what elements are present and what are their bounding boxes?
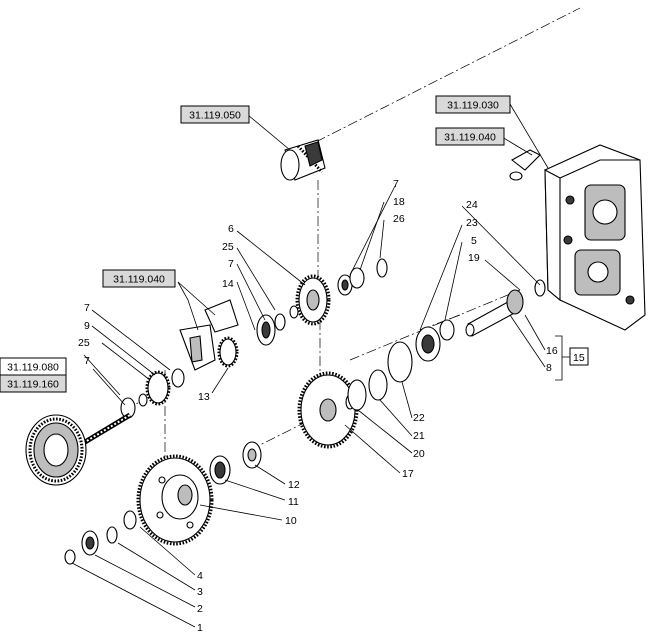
upper-shaft-gears [179, 258, 388, 371]
callout-7: 7 [393, 178, 399, 190]
callout-17: 17 [402, 468, 414, 480]
reference-boxes: 31.119.050 31.119.030 31.119.040 31.119.… [0, 95, 589, 393]
callout-21: 21 [413, 430, 425, 442]
ref-box-31119040-right[interactable] [435, 127, 505, 146]
callout-15: 15 [573, 352, 585, 364]
callout-19: 19 [468, 252, 480, 264]
ref-label-31119030: 31.119.030 [447, 100, 499, 112]
ref-label-31119040-right: 31.119.040 [444, 132, 496, 144]
callout-20: 20 [413, 448, 425, 460]
callout-1: 1 [197, 622, 203, 634]
callout-24: 24 [466, 199, 478, 211]
rings-and-bearings [347, 279, 546, 411]
callout-7: 7 [84, 355, 90, 367]
callout-16: 16 [546, 345, 558, 357]
callout-3: 3 [197, 586, 203, 598]
ref-label-31119080: 31.119.080 [7, 362, 59, 374]
ref-box-31119160[interactable] [0, 374, 67, 393]
callout-7: 7 [228, 258, 234, 270]
large-gear-17 [297, 371, 359, 449]
clutch-bell-part [280, 139, 326, 181]
callout-numbers: 7 18 26 6 25 7 14 13 7 9 25 7 24 23 5 19… [78, 178, 585, 634]
ref-box-31119040-left[interactable] [102, 269, 176, 288]
ref-label-31119040-left: 31.119.040 [113, 274, 165, 286]
callout-2: 2 [197, 603, 203, 615]
callout-13: 13 [198, 391, 210, 403]
ref-box-31119030[interactable] [435, 95, 511, 114]
leader-lines [71, 103, 570, 628]
callout-18: 18 [393, 196, 405, 208]
gearbox-housing [509, 144, 646, 331]
callout-5: 5 [471, 235, 477, 247]
callout-8: 8 [546, 362, 552, 374]
callout-9: 9 [84, 320, 90, 332]
large-gear-10 [136, 454, 214, 546]
ref-label-31119050: 31.119.050 [189, 110, 241, 122]
callout-4: 4 [197, 570, 203, 582]
ref-label-31119160: 31.119.160 [7, 379, 59, 391]
callout-25: 25 [78, 337, 90, 349]
callout-12: 12 [288, 479, 300, 491]
ref-box-15 [569, 347, 589, 366]
callout-6: 6 [228, 223, 234, 235]
callout-14: 14 [222, 278, 234, 290]
lower-parts [64, 441, 262, 565]
left-shaft-gears [25, 368, 185, 486]
callout-25: 25 [222, 241, 234, 253]
ref-box-31119050[interactable] [180, 105, 250, 124]
callout-7: 7 [84, 302, 90, 314]
callout-11: 11 [288, 496, 299, 508]
callout-10: 10 [285, 515, 297, 527]
callout-26: 26 [393, 213, 405, 225]
callout-23: 23 [466, 217, 478, 229]
callout-22: 22 [413, 412, 425, 424]
